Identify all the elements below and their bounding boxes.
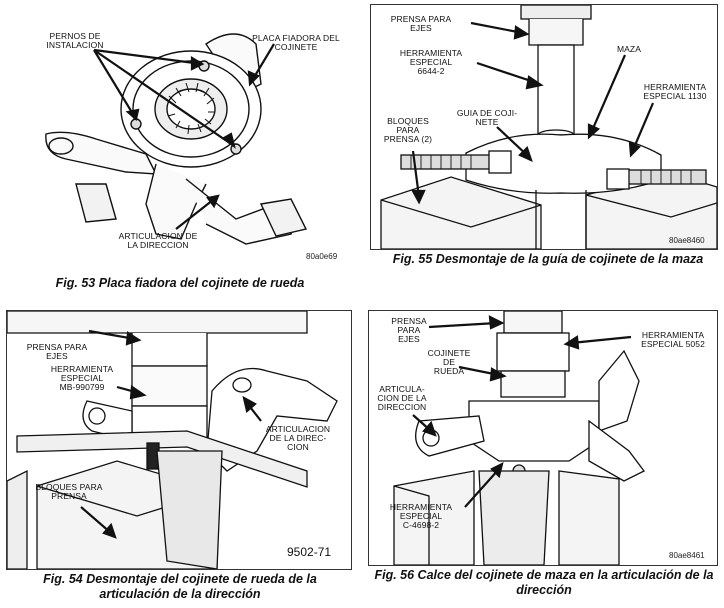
figure-54-caption: Fig. 54 Desmontaje del cojinete de rueda… [43,572,317,601]
figure-53-caption: Fig. 53 Placa fiadora del cojinete de ru… [55,276,305,290]
label-installation-bolts: PERNOS DE INSTALACION [46,31,104,50]
figure-54-panel: PRENSA PARA EJES HERRAMIENTA ESPECIAL MB… [0,304,362,608]
label-steering-knuckle: ARTICULACION DE LA DIRECCION [118,231,198,250]
steering-knuckle-drawing [45,33,308,245]
figure-code: 80ae8460 [669,236,705,245]
bearing-removal-drawing [7,311,338,569]
label-special-tool-6644-2: HERRAMIENTA ESPECIAL 6644-2 [399,48,463,76]
figure-56-panel: PRENSA PARA EJES HERRAMIENTA ESPECIAL 50… [364,304,724,608]
label-axle-press: PRENSA PARA EJES [390,14,452,33]
label-wheel-bearing: COJINETE DE RUEDA [427,348,471,376]
figure-56-caption: Fig. 56 Calce del cojinete de maza en la… [374,568,714,597]
label-axle-press: PRENSA PARA EJES [391,316,427,344]
label-bearing-guide: GUIA DE COJI- NETE [456,108,518,127]
figure-55-caption: Fig. 55 Desmontaje de la guía de cojinet… [392,252,704,266]
figure-55-illustration: PRENSA PARA EJES HERRAMIENTA ESPECIAL 66… [370,4,718,250]
label-hub: MAZA [616,44,641,54]
label-steering-knuckle: ARTICULA- CION DE LA DIRECCION [377,384,427,412]
label-special-tool-c-4698-2: HERRAMIENTA ESPECIAL C-4698-2 [389,502,453,530]
label-press-blocks: BLOQUES PARA PRENSA [35,482,103,501]
label-axle-press: PRENSA PARA EJES [26,342,88,361]
figure-53-illustration: PERNOS DE INSTALACION PLACA FIADORA DEL … [6,4,354,266]
label-bearing-retainer-plate: PLACA FIADORA DEL COJINETE [252,33,340,52]
figure-56-illustration: PRENSA PARA EJES HERRAMIENTA ESPECIAL 50… [368,310,718,566]
label-special-tool-5052: HERRAMIENTA ESPECIAL 5052 [641,330,705,349]
figure-code: 80a0e69 [306,252,338,261]
hub-guide-removal-drawing [380,5,717,249]
figure-code: 80ae8461 [669,551,705,560]
figure-54-illustration: PRENSA PARA EJES HERRAMIENTA ESPECIAL MB… [6,310,352,570]
label-steering-knuckle: ARTICULACION DE LA DIREC- CION [265,424,331,452]
label-press-blocks: BLOQUES PARA PRENSA (2) [383,116,433,144]
figure-code: 9502-71 [287,545,332,559]
label-special-tool-1130: HERRAMIENTA ESPECIAL 1130 [643,82,707,101]
label-special-tool-mb-990799: HERRAMIENTA ESPECIAL MB-990799 [50,364,114,392]
figure-55-panel: PRENSA PARA EJES HERRAMIENTA ESPECIAL 66… [364,0,724,300]
figure-53-panel: PERNOS DE INSTALACION PLACA FIADORA DEL … [0,0,362,300]
hub-bearing-install-drawing [393,311,645,565]
